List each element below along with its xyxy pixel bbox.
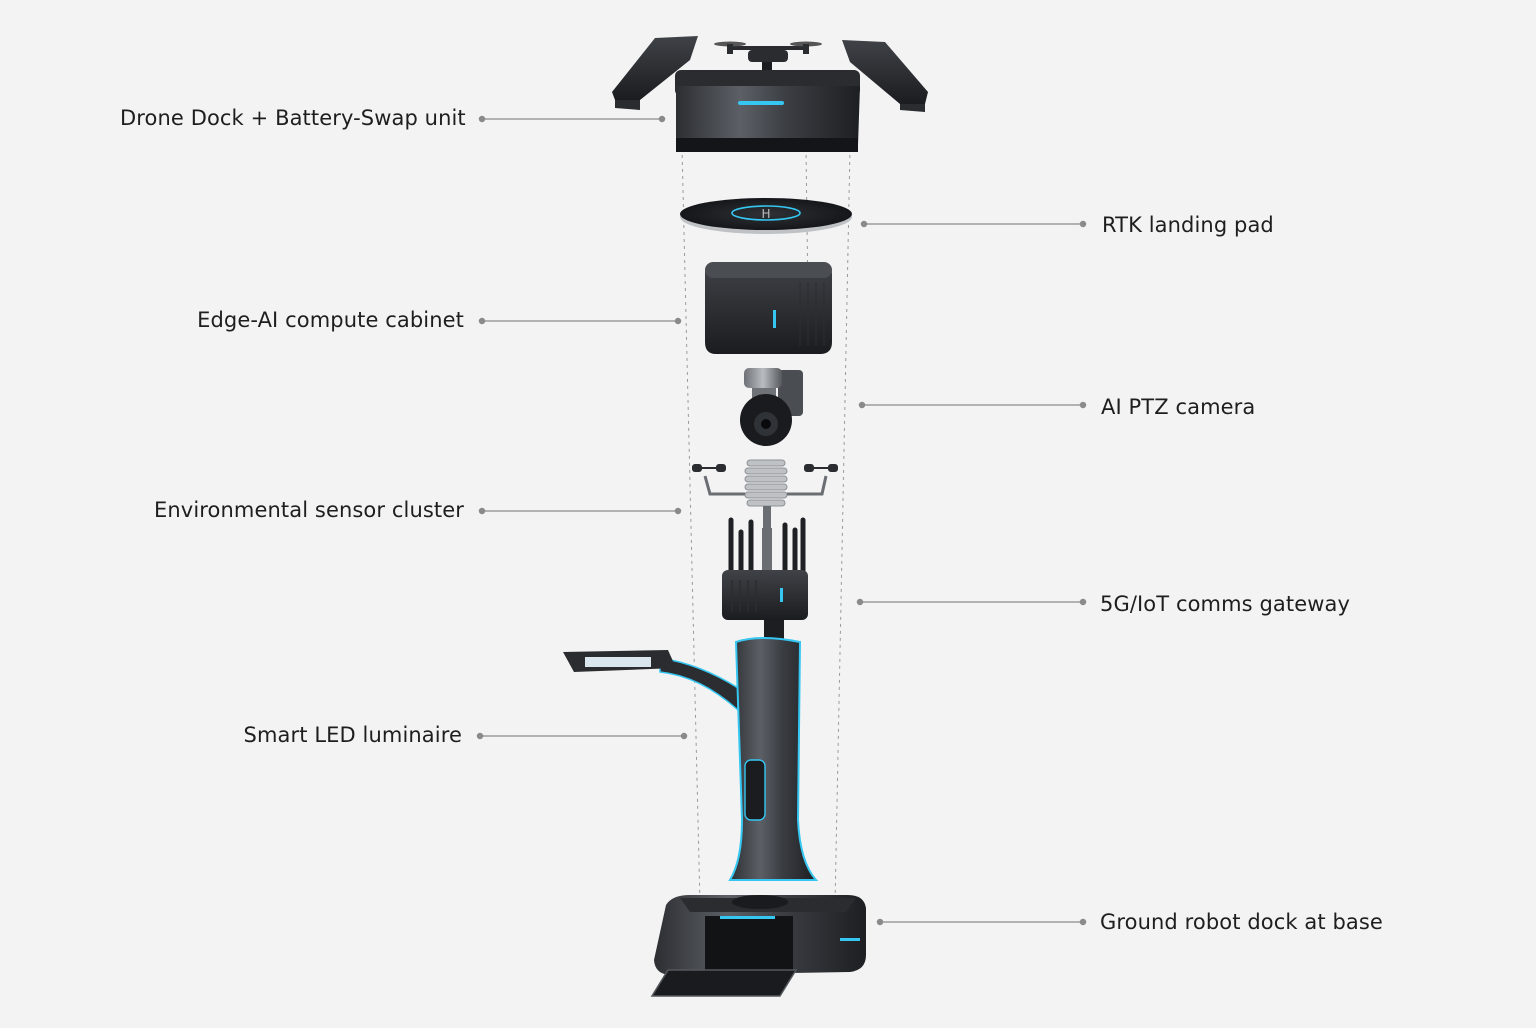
label-edge-ai-cabinet: Edge-AI compute cabinet <box>197 308 464 332</box>
label-ptz-camera: AI PTZ camera <box>1101 395 1256 419</box>
label-rtk-landing-pad: RTK landing pad <box>1102 213 1274 237</box>
edge-ai-illustration <box>705 262 832 354</box>
ptz-camera-illustration <box>740 368 803 446</box>
label-comms-gateway: 5G/IoT comms gateway <box>1100 592 1351 616</box>
comms-gateway-illustration <box>722 517 808 620</box>
leader-lines <box>476 115 1087 926</box>
label-ground-robot-dock: Ground robot dock at base <box>1100 910 1383 934</box>
robot-dock-illustration <box>650 895 866 997</box>
env-sensor-illustration <box>692 459 838 530</box>
drone-dock-illustration <box>612 36 928 152</box>
led-luminaire-illustration <box>563 620 819 881</box>
label-drone-dock: Drone Dock + Battery-Swap unit <box>120 106 466 130</box>
drone-icon <box>714 41 822 70</box>
label-environmental-sensor: Environmental sensor cluster <box>154 498 464 522</box>
label-led-luminaire: Smart LED luminaire <box>243 723 462 747</box>
rtk-pad-illustration: H <box>680 198 852 234</box>
svg-text:H: H <box>761 207 770 221</box>
